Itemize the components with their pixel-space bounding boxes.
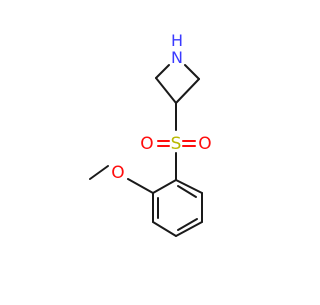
bond-lines bbox=[89, 64, 203, 237]
atom-label-nitrogen: N bbox=[171, 48, 183, 67]
bond-c1-c2 bbox=[152, 179, 177, 194]
atom-label-sulfur: S bbox=[171, 134, 182, 154]
structure-drawing: H N S O O O bbox=[89, 31, 212, 237]
bond-c3-c4 bbox=[152, 221, 177, 237]
atom-label-hydrogen: H bbox=[171, 31, 183, 50]
bond-inner-c4-c5 bbox=[177, 218, 198, 231]
bond-c3-c-right bbox=[175, 78, 200, 104]
bond-c-left-c3 bbox=[155, 77, 177, 104]
bond-o-ch3 bbox=[89, 165, 109, 180]
bond-c-right-n bbox=[184, 64, 200, 80]
bond-c4-c5 bbox=[175, 221, 203, 237]
bond-inner-c6-c1 bbox=[177, 185, 197, 198]
bond-c2-o bbox=[127, 178, 154, 194]
atom-label-oxygen-right: O bbox=[198, 134, 211, 154]
molecule-diagram: H N S O O O bbox=[89, 31, 212, 237]
bond-c6-c1 bbox=[175, 179, 203, 194]
atom-label-oxygen-left: O bbox=[140, 134, 153, 154]
bond-n-c-left bbox=[155, 64, 170, 79]
atom-label-oxygen-ether: O bbox=[111, 163, 124, 183]
